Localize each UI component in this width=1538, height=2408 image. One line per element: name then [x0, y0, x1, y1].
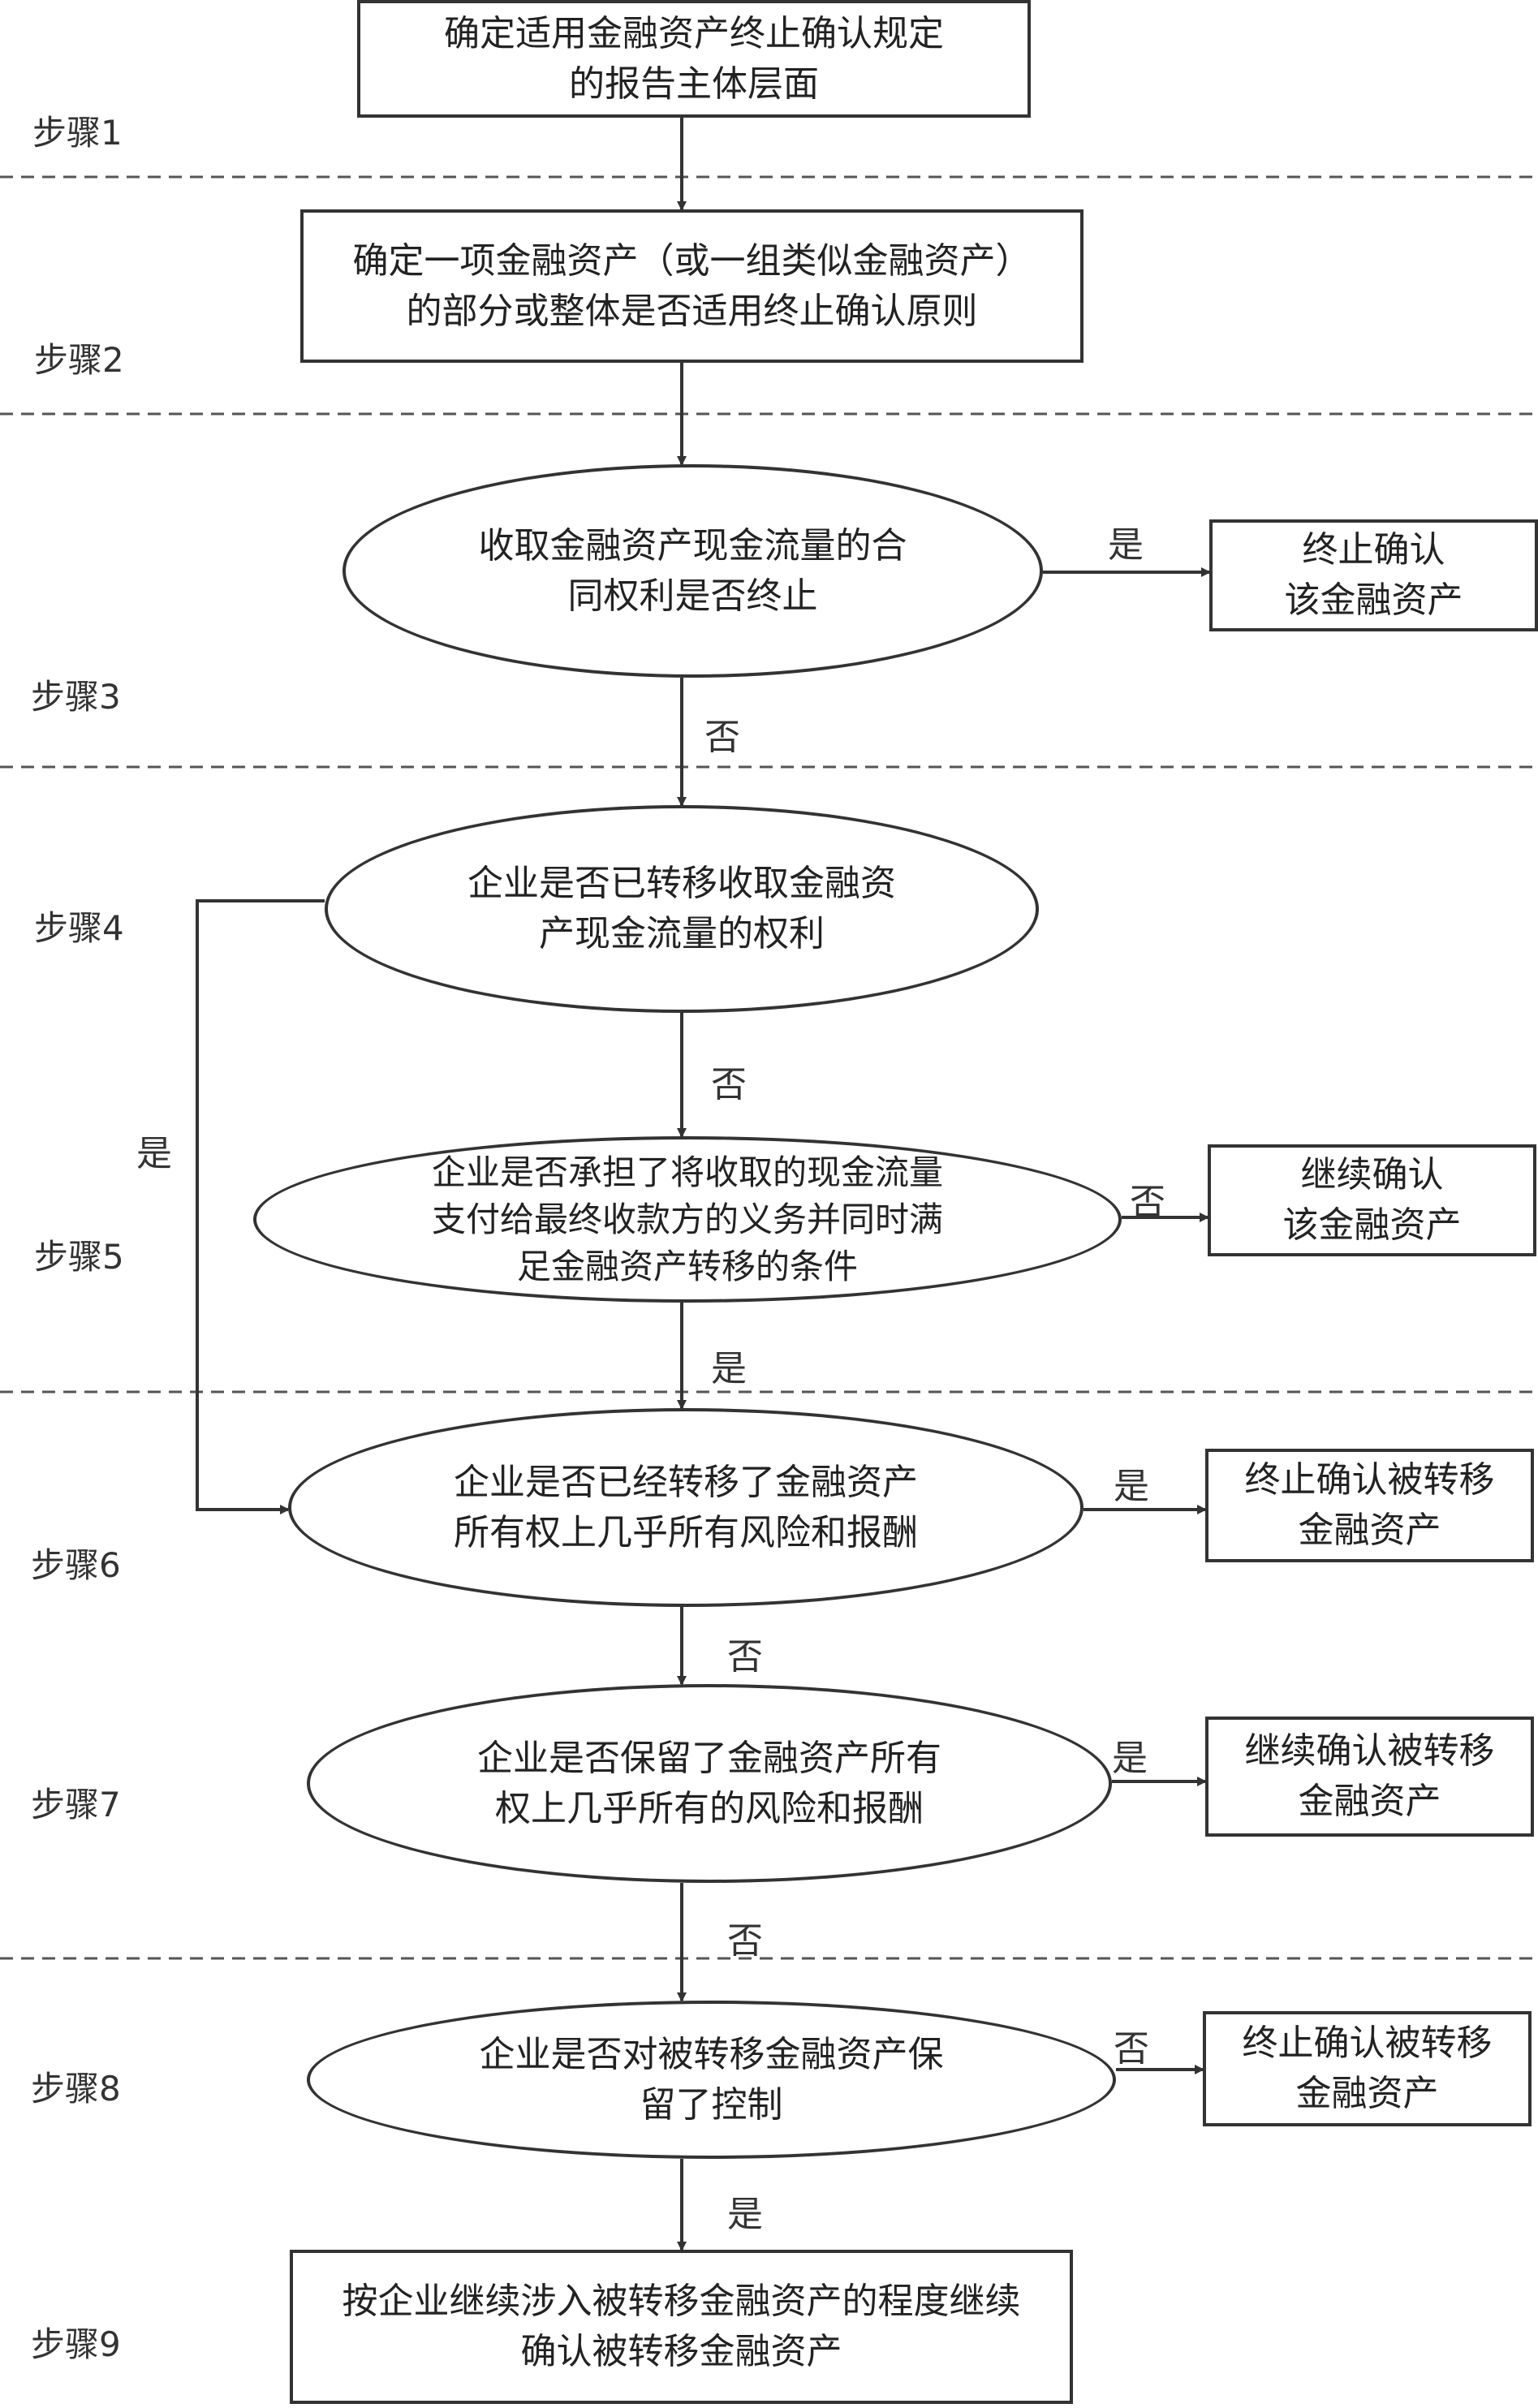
- node-step5-decision: 企业是否承担了将收取的现金流量 支付给最终收款方的义务并同时满 足金融资产转移的…: [253, 1136, 1122, 1303]
- label-step8-no: 否: [1114, 2028, 1149, 2070]
- step-label-9: 步骤9: [31, 2324, 121, 2364]
- node-step6-line-2: 所有权上几乎所有风险和报酬: [454, 1511, 918, 1553]
- node-step2-box: 确定一项金融资产（或一组类似金融资产） 的部分或整体是否适用终止确认原则: [300, 209, 1083, 363]
- result-step7-line-1: 继续确认被转移: [1244, 1730, 1495, 1772]
- step-label-2: 步骤2: [34, 340, 124, 380]
- node-step3-decision: 收取金融资产现金流量的合 同权利是否终止: [342, 464, 1043, 678]
- label-step4-yes: 是: [136, 1133, 172, 1174]
- step-label-1: 步骤1: [32, 113, 123, 153]
- node-step4-line-2: 产现金流量的权利: [539, 913, 825, 954]
- node-step9-box: 按企业继续涉入被转移金融资产的程度继续 确认被转移金融资产: [290, 2250, 1073, 2404]
- label-step4-no: 否: [711, 1064, 747, 1105]
- result-step3-line-1: 终止确认: [1302, 529, 1445, 571]
- result-step5-box: 继续确认 该金融资产: [1208, 1144, 1536, 1256]
- result-step8-line-1: 终止确认被转移: [1242, 2022, 1493, 2064]
- node-step5-line-3: 足金融资产转移的条件: [516, 1246, 858, 1286]
- node-step2-line-1: 确定一项金融资产（或一组类似金融资产）: [352, 239, 1032, 282]
- node-step3-line-2: 同权利是否终止: [567, 575, 818, 617]
- label-step7-yes: 是: [1112, 1738, 1148, 1779]
- label-step5-yes: 是: [711, 1348, 747, 1389]
- node-step6-line-1: 企业是否已经转移了金融资产: [454, 1461, 918, 1503]
- result-step3-line-2: 该金融资产: [1284, 579, 1463, 621]
- step-label-8: 步骤8: [31, 2069, 121, 2109]
- result-step7-line-2: 金融资产: [1298, 1781, 1441, 1822]
- node-step8-line-2: 留了控制: [640, 2083, 783, 2126]
- result-step6-line-1: 终止确认被转移: [1244, 1459, 1495, 1501]
- label-step3-yes: 是: [1108, 524, 1144, 566]
- node-step1-box: 确定适用金融资产终止确认规定 的报告主体层面: [357, 0, 1031, 118]
- node-step7-line-2: 权上几乎所有的风险和报酬: [495, 1787, 924, 1829]
- node-step3-line-1: 收取金融资产现金流量的合: [478, 524, 907, 566]
- label-step6-no: 否: [727, 1636, 763, 1678]
- node-step2-line-2: 的部分或整体是否适用终止确认原则: [406, 290, 978, 332]
- result-step8-box: 终止确认被转移 金融资产: [1203, 2011, 1532, 2126]
- node-step7-line-1: 企业是否保留了金融资产所有: [477, 1737, 941, 1779]
- arrow-4-to-6: [196, 899, 325, 1514]
- step-label-4: 步骤4: [34, 908, 124, 948]
- result-step5-line-2: 该金融资产: [1282, 1204, 1462, 1246]
- node-step4-decision: 企业是否已转移收取金融资 产现金流量的权利: [325, 805, 1039, 1013]
- node-step9-line-1: 按企业继续涉入被转移金融资产的程度继续: [342, 2281, 1021, 2322]
- result-step7-box: 继续确认被转移 金融资产: [1205, 1717, 1534, 1837]
- node-step6-decision: 企业是否已经转移了金融资产 所有权上几乎所有风险和报酬: [288, 1408, 1083, 1607]
- node-step1-line-1: 确定适用金融资产终止确认规定: [444, 12, 944, 54]
- node-step8-decision: 企业是否对被转移金融资产保 留了控制: [307, 2001, 1116, 2159]
- node-step8-line-1: 企业是否对被转移金融资产保: [479, 2033, 944, 2075]
- node-step7-decision: 企业是否保留了金融资产所有 权上几乎所有的风险和报酬: [307, 1684, 1112, 1883]
- node-step5-line-2: 支付给最终收款方的义务并同时满: [431, 1199, 943, 1239]
- label-step3-no: 否: [704, 717, 740, 758]
- node-step4-line-1: 企业是否已转移收取金融资: [467, 863, 896, 904]
- label-step5-no: 否: [1130, 1182, 1165, 1223]
- result-step6-box: 终止确认被转移 金融资产: [1205, 1449, 1534, 1562]
- step-label-5: 步骤5: [34, 1237, 124, 1277]
- result-step3-box: 终止确认 该金融资产: [1209, 519, 1538, 631]
- result-step6-line-2: 金融资产: [1298, 1510, 1441, 1551]
- step-label-6: 步骤6: [31, 1545, 121, 1585]
- label-step8-yes: 是: [727, 2194, 763, 2235]
- node-step1-line-2: 的报告主体层面: [569, 62, 819, 105]
- label-step7-no: 否: [727, 1920, 763, 1962]
- node-step5-line-1: 企业是否承担了将收取的现金流量: [431, 1152, 943, 1192]
- step-label-7: 步骤7: [31, 1785, 121, 1824]
- node-step9-line-2: 确认被转移金融资产: [520, 2331, 842, 2372]
- label-step6-yes: 是: [1114, 1466, 1149, 1507]
- result-step8-line-2: 金融资产: [1295, 2073, 1439, 2114]
- step-label-3: 步骤3: [31, 677, 121, 717]
- result-step5-line-1: 继续确认: [1300, 1154, 1444, 1195]
